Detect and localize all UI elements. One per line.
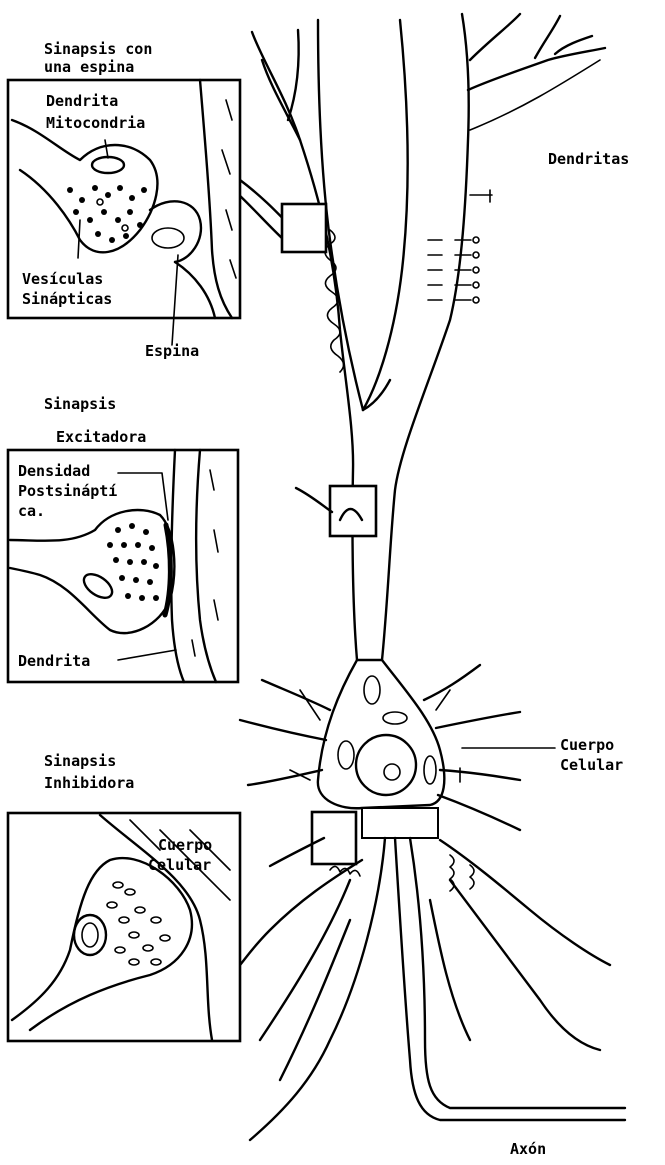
label-cuerpo-celular-2: Celular	[560, 756, 623, 774]
axon-hillock	[362, 808, 438, 838]
label-dendrita-top: Dendrita	[46, 92, 118, 110]
label-inset-inh-title-2: Inhibidora	[44, 774, 134, 792]
label-mitocondria: Mitocondria	[46, 114, 145, 132]
label-densidad-3: ca.	[18, 502, 45, 520]
label-vesiculas-1: Vesículas	[22, 270, 103, 288]
apical-dendrite	[236, 14, 605, 660]
label-inset-spine-title-1: Sinapsis con	[44, 40, 152, 58]
label-dendrita-mid: Dendrita	[18, 652, 90, 670]
label-cuerpo-inset-1: Cuerpo	[158, 836, 212, 854]
label-vesiculas-2: Sinápticas	[22, 290, 112, 308]
label-inset-exc-title-1: Sinapsis	[44, 395, 116, 413]
label-densidad-1: Densidad	[18, 462, 90, 480]
label-inset-inh-title-1: Sinapsis	[44, 752, 116, 770]
excitatory-synapse-marker	[330, 486, 376, 536]
dendritic-spines	[428, 190, 492, 303]
label-cuerpo-celular-1: Cuerpo	[560, 736, 614, 754]
spine-synapse-marker	[282, 204, 326, 252]
cell-body	[240, 660, 520, 830]
label-cuerpo-inset-2: Celular	[148, 856, 211, 874]
label-inset-exc-title-2: Excitadora	[56, 428, 146, 446]
label-dendritas: Dendritas	[548, 150, 629, 168]
basal-dendrites-and-axon	[240, 838, 625, 1140]
inhibitory-synapse-marker	[312, 812, 356, 864]
label-axon: Axón	[510, 1140, 546, 1158]
label-espina: Espina	[145, 342, 199, 360]
label-inset-spine-title-2: una espina	[44, 58, 134, 76]
label-densidad-2: Postsináptí	[18, 482, 117, 500]
